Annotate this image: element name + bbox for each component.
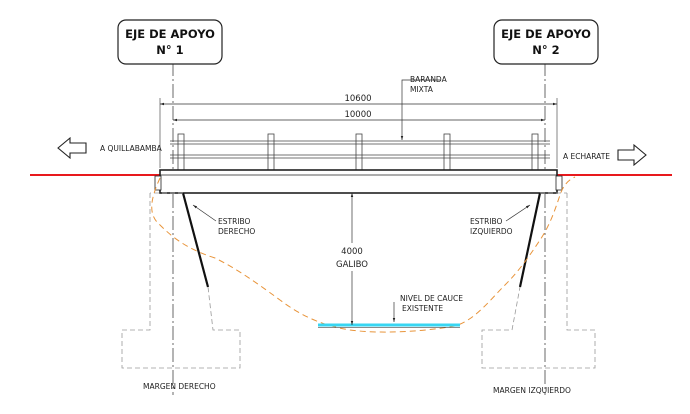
abutment-label-left: ESTRIBO IZQUIERDO [470, 204, 531, 236]
direction-left: A QUILLABAMBA [57, 136, 163, 160]
dimension-clearance-label: GALIBO [336, 260, 368, 270]
arrow-left-icon [57, 136, 87, 160]
dimension-clearance-value: 4000 [341, 247, 363, 257]
abutment-label-left-line1: ESTRIBO [470, 217, 503, 226]
riverbed-label-line1: NIVEL DE CAUCE [400, 294, 463, 303]
dimension-span: 10000 [173, 110, 545, 122]
dimension-total-value: 10600 [344, 94, 371, 104]
abutment-label-right-line1: ESTRIBO [218, 217, 251, 226]
abutment-label-left-line2: IZQUIERDO [470, 227, 513, 236]
support-label-2-line1: EJE DE APOYO [501, 27, 591, 41]
riverbed-label: NIVEL DE CAUCE EXISTENTE [392, 294, 463, 322]
support-label-1-line1: EJE DE APOYO [125, 27, 215, 41]
abutment-left-hidden [121, 192, 241, 369]
dimension-clearance: 4000 GALIBO [336, 193, 370, 325]
margin-right-label: MARGEN IZQUIERDO [493, 386, 571, 395]
riverbed-label-line2: EXISTENTE [402, 304, 443, 313]
abutment-right-hidden [481, 192, 596, 369]
dimension-total: 10600 [159, 94, 558, 168]
support-label-2-line2: N° 2 [532, 43, 559, 57]
direction-right: A ECHARATE [563, 143, 647, 167]
support-label-1: EJE DE APOYO N° 1 [117, 19, 223, 65]
arrow-right-icon [617, 143, 647, 167]
support-label-1-line2: N° 1 [156, 43, 183, 57]
railing [170, 133, 550, 171]
terrain-profile [151, 176, 576, 333]
abutment-right-face [518, 192, 542, 288]
direction-left-label: A QUILLABAMBA [100, 144, 163, 153]
abutment-left-face [181, 192, 210, 288]
railing-label: BARANDA MIXTA [400, 75, 448, 140]
railing-label-line2: MIXTA [410, 85, 434, 94]
dimension-span-value: 10000 [344, 110, 371, 120]
abutment-label-right-line2: DERECHO [218, 227, 255, 236]
direction-right-label: A ECHARATE [563, 152, 610, 161]
abutment-label-right: ESTRIBO DERECHO [192, 204, 255, 236]
support-label-2: EJE DE APOYO N° 2 [493, 19, 599, 65]
railing-label-line1: BARANDA [410, 75, 448, 84]
bridge-deck [159, 169, 558, 194]
margin-left-label: MARGEN DERECHO [143, 382, 216, 391]
